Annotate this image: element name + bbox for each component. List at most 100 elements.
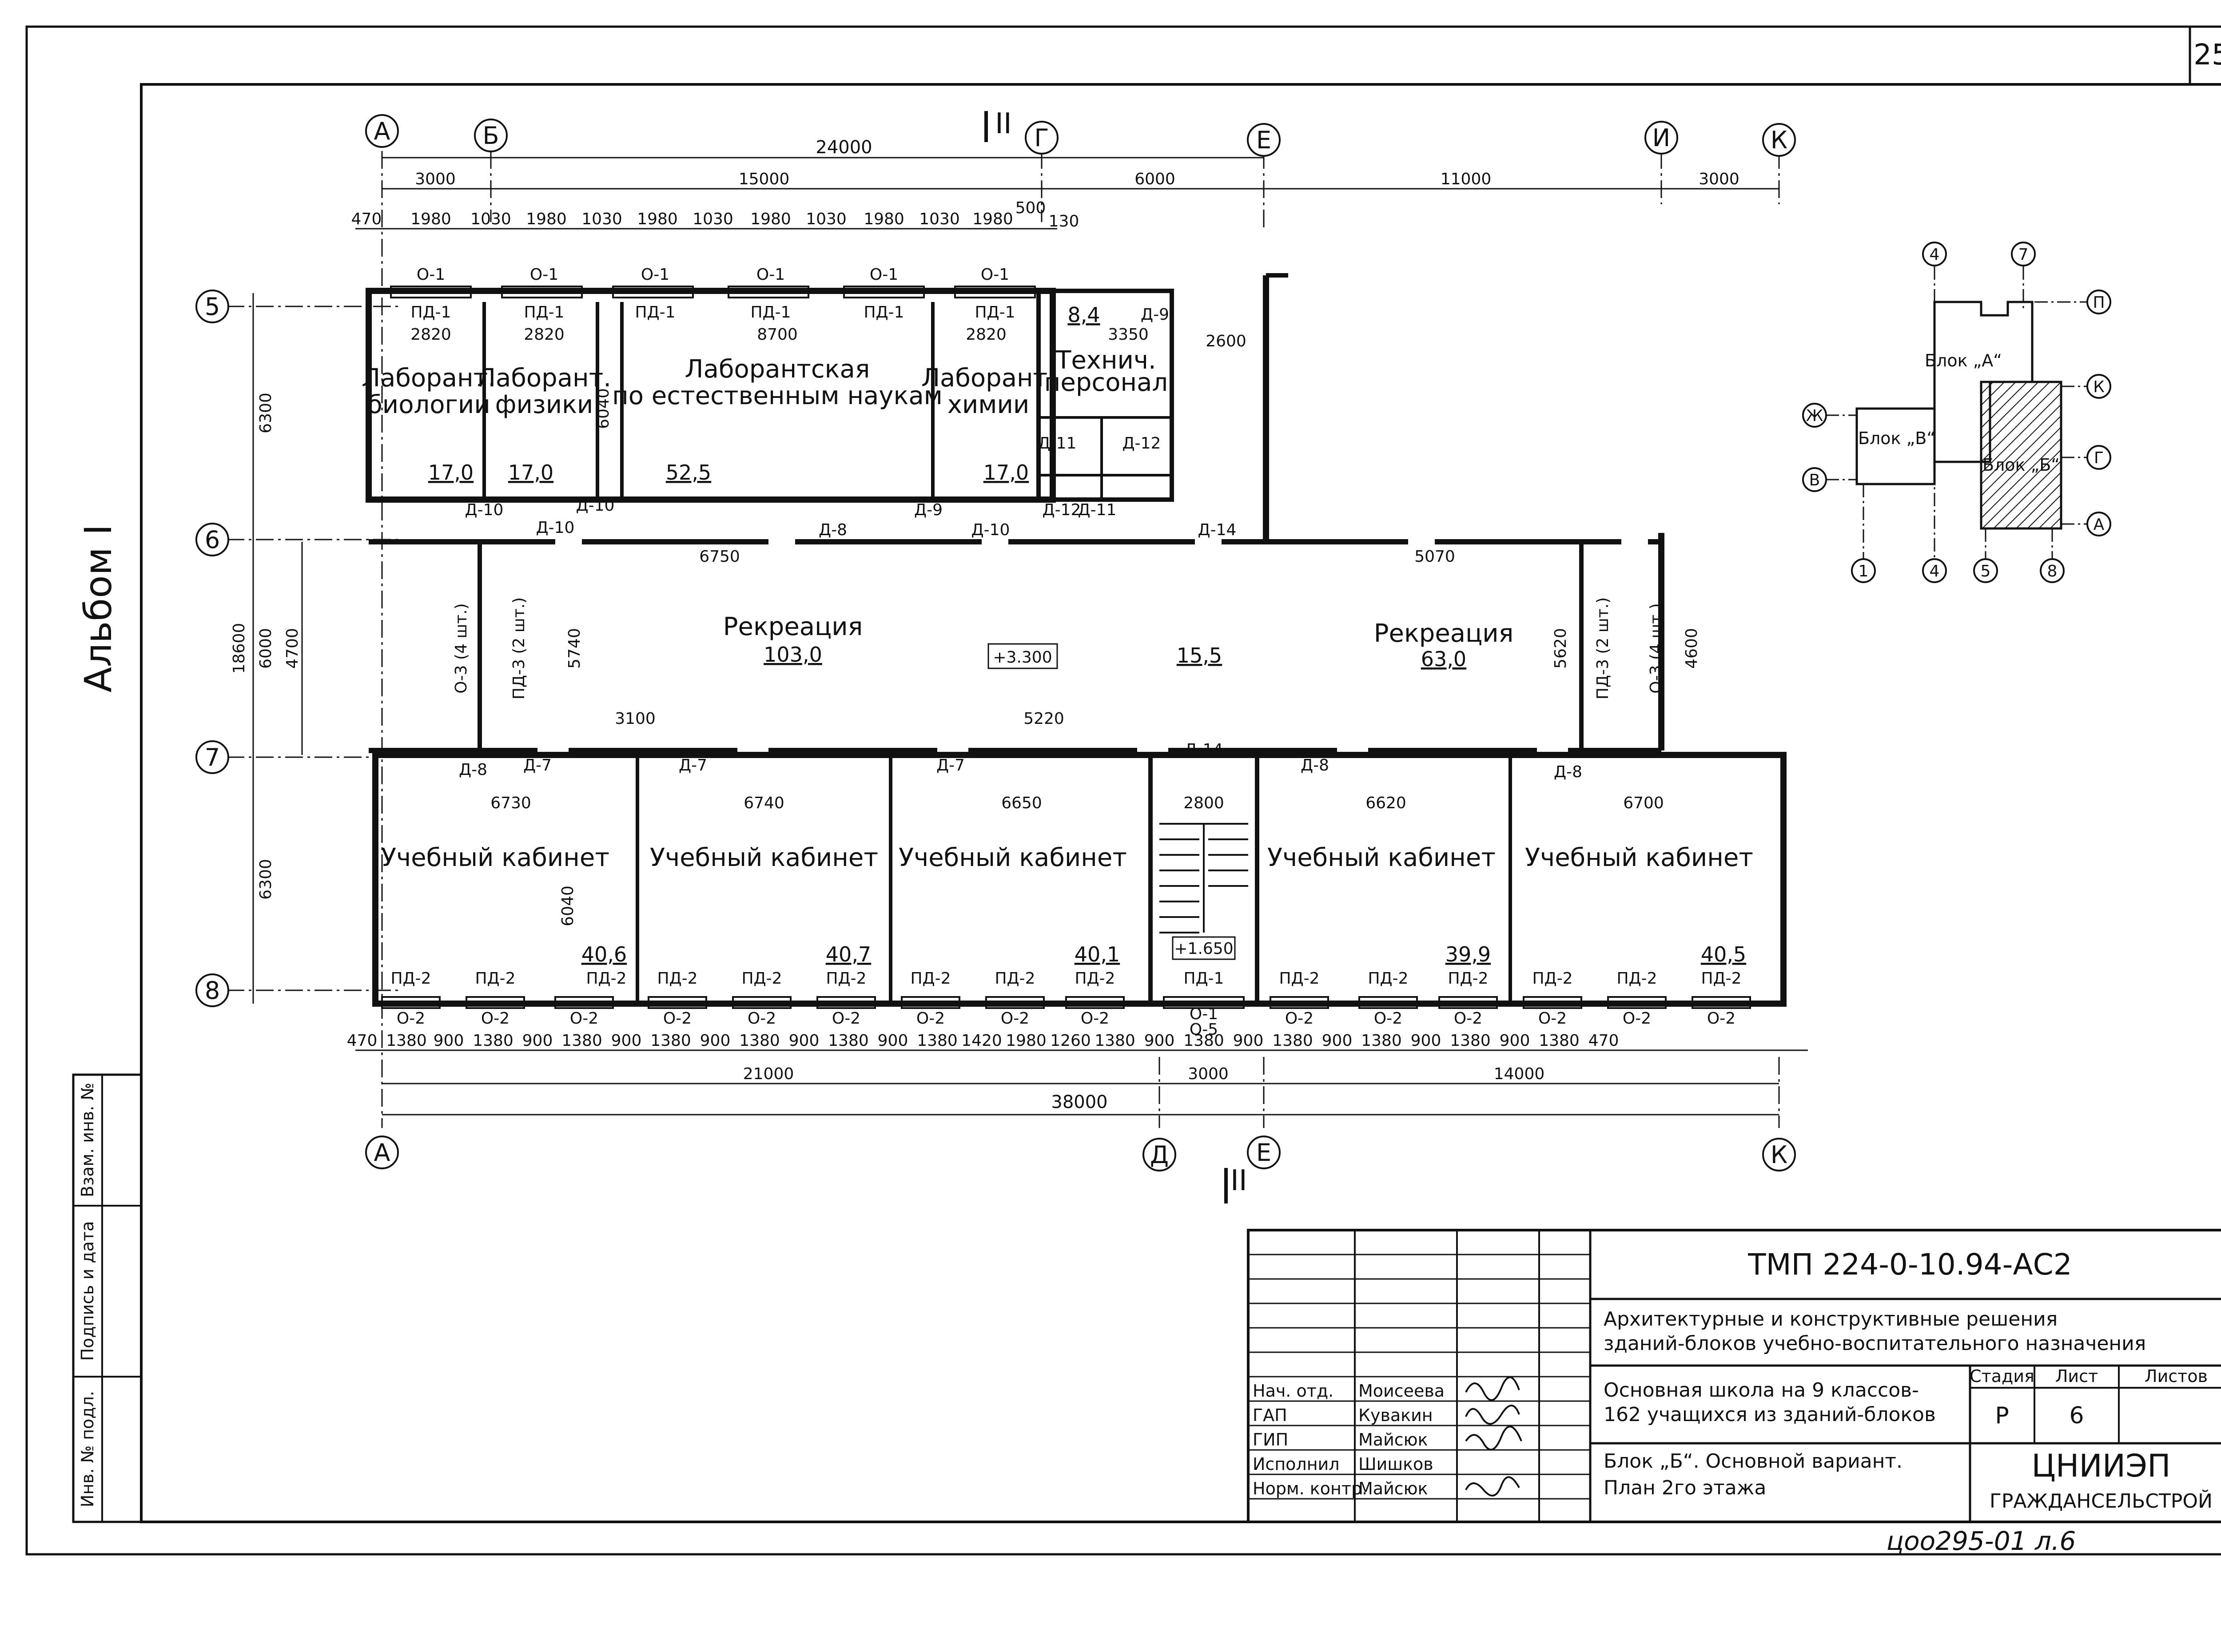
axis-lines [227, 151, 1780, 1128]
dim-top-span: 3000 [415, 170, 456, 188]
inner-frame [140, 83, 2221, 1523]
sill-mark: ПД-2 [1279, 969, 1319, 988]
room-name-lab-1: Лаборантская [685, 355, 870, 384]
partition-marks: О-3 (4 шт.) ПД-3 (2 шт.) ПД-3 (2 шт.) О-… [452, 597, 1665, 699]
key-axis: 8 [2047, 562, 2058, 580]
door-mark: Д-8 [1301, 756, 1329, 774]
key-axis: Ж [1806, 407, 1823, 425]
dim-bottom-detail-item: 1380 [1450, 1032, 1491, 1050]
room-dim: 2820 [524, 326, 565, 344]
key-plan-bubbles [1802, 242, 2111, 583]
room-name-bio-1: Лаборант. [362, 364, 496, 393]
door-mark: Д-9 [914, 501, 943, 519]
axis-bottom-k: К [1771, 1141, 1787, 1169]
window-mark: О-2 [832, 1009, 860, 1028]
room-name-tech-2: персонал [1044, 368, 1168, 397]
sill-mark: ПД-2 [657, 969, 697, 988]
room-area: 40,6 [581, 942, 627, 966]
doc-code: ТМП 224-0-10.94-АС2 [1747, 1247, 2072, 1282]
dim-bottom-detail-item: 1420 [961, 1032, 1002, 1050]
sheet-title-line2: План 2го этажа [1604, 1477, 1766, 1499]
room-dim: 6740 [744, 794, 784, 812]
sheets-header: Листов [2145, 1366, 2208, 1386]
dim-bottom-detail-item: 1260 [1050, 1032, 1091, 1050]
door-mark: Д-9 [1141, 306, 1169, 324]
door-mark: Д-7 [936, 756, 965, 774]
sill-mark: ПД-1 [1183, 969, 1224, 988]
sill-mark: ПД-1 [635, 303, 675, 322]
side-stamp [72, 1073, 143, 1523]
partition-mark: ПД-3 (2 шт.) [510, 597, 528, 699]
sill-mark: ПД-1 [864, 303, 904, 322]
dim-bottom-detail-item: 900 [522, 1032, 553, 1050]
signer-name: Майсюк [1358, 1479, 1428, 1498]
window-marks-top: О-1 О-1 О-1 О-1 О-1 О-1 ПД-1 ПД-1 ПД-1 П… [410, 266, 1015, 322]
window-marks-bottom: О-2 О-2 О-2 О-2 О-2 О-2 О-2 О-2 О-2 О-2 … [390, 969, 1741, 1039]
room-name: Учебный кабинет [899, 843, 1127, 872]
room-area: 17,0 [428, 461, 474, 484]
subject-line1: Архитектурные и конструктивные решения [1604, 1308, 2058, 1330]
room-dim: 6040 [594, 388, 613, 429]
stage-value: Р [1995, 1402, 2009, 1429]
room-dim: 6040 [559, 886, 577, 926]
dim-bottom-detail-item: 900 [1411, 1032, 1441, 1050]
door-mark: Д-8 [1554, 763, 1582, 781]
dim-bottom-detail-item: 900 [1144, 1032, 1175, 1050]
section-mark-top: II [995, 107, 1012, 140]
door-mark: Д-11 [1078, 501, 1117, 519]
room-dim: 2800 [1183, 794, 1224, 812]
sheet-title-line1: Блок „Б“. Основной вариант. [1604, 1450, 1903, 1473]
room-name: Рекреация [1374, 619, 1514, 648]
dim-top-detail-item: 1980 [750, 210, 791, 228]
dim-bottom-span: 21000 [743, 1065, 794, 1083]
axis-top-b: Б [482, 122, 499, 150]
sheet-header: Лист [2055, 1366, 2098, 1386]
dim-bottom-detail-item: 900 [1322, 1032, 1353, 1050]
stamp-inv: Инв. № подл. [78, 1391, 97, 1507]
handwritten-signatures [1465, 1376, 1522, 1497]
dim-left: 18600 [230, 623, 248, 674]
floor-plan [366, 273, 1787, 1009]
dim-top-detail-item: 130 [1049, 212, 1079, 230]
window-mark: О-2 [663, 1009, 692, 1028]
dim-top-detail-item: 1980 [637, 210, 678, 228]
signer-role: Нач. отд. [1253, 1381, 1333, 1401]
door-mark: Д-14 [1198, 521, 1237, 539]
stamp-replace: Взам. инв. № [78, 1083, 97, 1197]
sill-mark: ПД-2 [390, 969, 431, 988]
key-block-a: Блок „А“ [1925, 351, 2002, 370]
room-dim: 6750 [699, 548, 740, 566]
dim-top-detail: 470 1980 1030 1980 1030 1980 1030 1980 1… [351, 199, 1079, 230]
door-mark: Д-10 [465, 501, 504, 519]
stage-header: Стадия [1970, 1366, 2034, 1386]
window-mark: О-1 [756, 266, 785, 284]
signer-role: Норм. контр. [1253, 1479, 1367, 1498]
axis-left-8: 8 [205, 977, 220, 1005]
dim-bottom-detail-item: 1380 [1361, 1032, 1402, 1050]
dim-bottom-span: 14000 [1494, 1065, 1545, 1083]
project-line2: 162 учащихся из зданий-блоков [1604, 1403, 1936, 1426]
dim-bottom-detail-item: 1380 [1183, 1032, 1224, 1050]
door-mark: Д-7 [523, 756, 552, 774]
title-block-frame [1247, 1229, 2221, 1523]
key-axis: В [1809, 471, 1820, 489]
dim-bottom-detail-item: 1380 [739, 1032, 780, 1050]
room-name-chem-1: Лаборант. [921, 364, 1055, 393]
dim-bottom-detail-item: 1380 [828, 1032, 869, 1050]
door-mark: Д-12 [1122, 434, 1161, 453]
room-name-lab-2: по естественным наукам [612, 381, 943, 410]
room-name: Учебный кабинет [381, 843, 609, 872]
key-axis: К [2093, 378, 2105, 396]
signer-role: ГАП [1253, 1406, 1287, 1425]
dimension-lines [252, 157, 1808, 1116]
dim-bottom-detail-item: 1980 [1006, 1032, 1047, 1050]
axis-left-6: 6 [205, 526, 220, 554]
axis-bottom-e: Е [1256, 1139, 1271, 1167]
window-mark: О-2 [1081, 1009, 1109, 1028]
room-dim: 6620 [1365, 794, 1406, 812]
window-mark: О-2 [1538, 1009, 1567, 1028]
dim-left: 6300 [257, 393, 275, 433]
dim-top-detail-item: 1980 [526, 210, 567, 228]
axis-top-i: И [1652, 124, 1670, 152]
key-axis: 1 [1859, 562, 1869, 580]
